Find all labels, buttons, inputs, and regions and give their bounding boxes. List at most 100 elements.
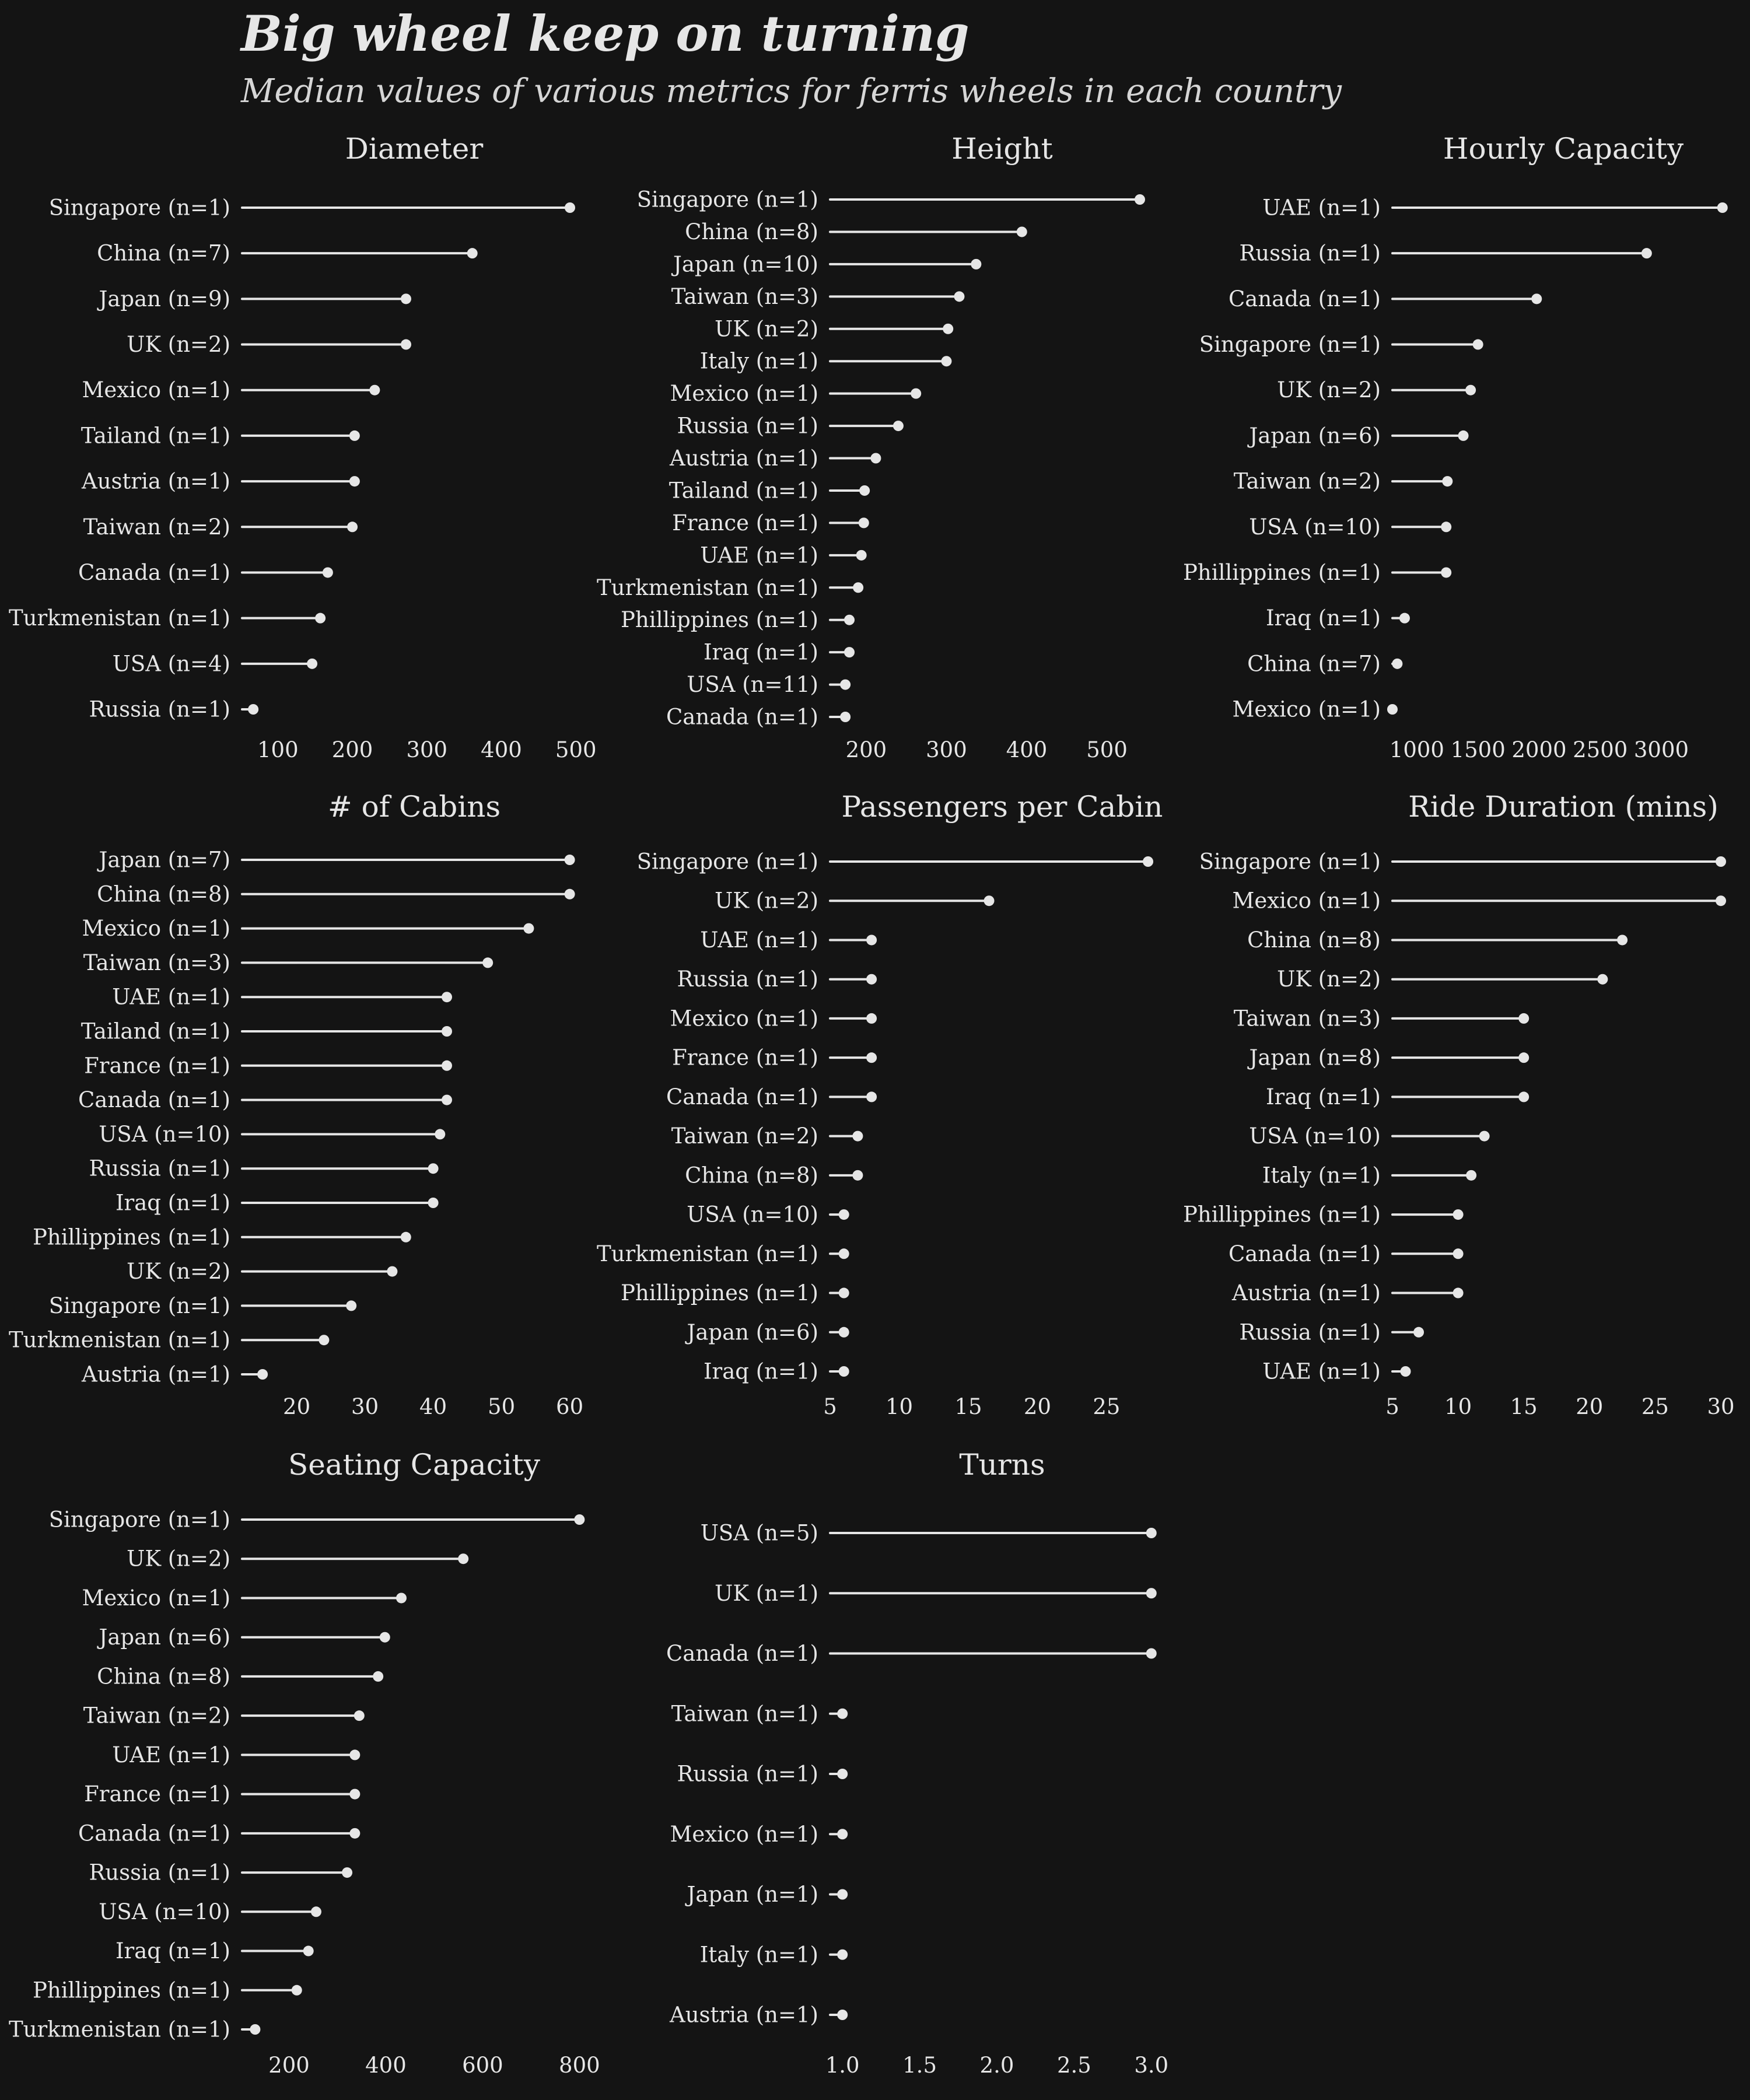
lollipop-point	[349, 1749, 360, 1760]
lollipop-point	[342, 1867, 353, 1878]
x-tick-label: 50	[488, 1394, 515, 1419]
category-label: UK (n=2)	[1277, 377, 1381, 402]
lollipop-point	[853, 582, 864, 593]
category-label: Mexico (n=1)	[82, 377, 230, 402]
x-tick-label: 100	[257, 737, 299, 762]
lollipop-point	[1717, 202, 1728, 213]
category-label: Italy (n=1)	[700, 349, 818, 374]
lollipop-point	[1452, 1248, 1464, 1259]
lollipop-point	[1413, 1326, 1424, 1338]
category-label: Russia (n=1)	[1239, 1320, 1381, 1345]
x-tick-label: 15	[1510, 1394, 1538, 1419]
lollipop-point	[564, 888, 575, 900]
x-tick-label: 1000	[1390, 737, 1444, 762]
lollipop-point	[1392, 658, 1403, 669]
lollipop-point	[442, 1026, 452, 1037]
category-label: Phillippines (n=1)	[1183, 1202, 1381, 1227]
category-label: China (n=8)	[685, 1163, 818, 1188]
category-label: USA (n=10)	[99, 1899, 230, 1924]
x-tick-label: 2.5	[1057, 2053, 1091, 2078]
x-tick-label: 400	[1006, 737, 1048, 762]
category-label: Taiwan (n=3)	[671, 284, 818, 309]
lollipop-point	[837, 1708, 848, 1719]
lollipop-point	[1452, 1209, 1464, 1220]
category-label: Taiwan (n=3)	[1234, 1006, 1381, 1031]
lollipop-point	[322, 567, 333, 578]
lollipop-point	[1452, 1287, 1464, 1298]
lollipop-point	[467, 248, 478, 259]
lollipop-point	[1441, 522, 1452, 533]
category-label: France (n=1)	[672, 510, 818, 536]
lollipop-point	[523, 923, 534, 934]
category-label: Japan (n=1)	[685, 1882, 818, 1907]
category-label: UAE (n=1)	[1262, 1359, 1381, 1384]
lollipop-point	[291, 1985, 302, 1996]
category-label: France (n=1)	[672, 1045, 818, 1070]
x-tick-label: 30	[351, 1394, 379, 1419]
x-tick-label: 40	[419, 1394, 447, 1419]
lollipop-point	[837, 1949, 848, 1960]
lollipop-point	[866, 935, 877, 946]
lollipop-point	[1466, 1170, 1477, 1181]
category-label: Japan (n=10)	[671, 251, 818, 276]
lollipop-point	[1472, 339, 1483, 350]
lollipop-point	[435, 1129, 446, 1140]
category-label: Phillippines (n=1)	[1183, 560, 1381, 585]
category-label: Singapore (n=1)	[49, 1507, 230, 1532]
category-label: Austria (n=1)	[81, 1362, 230, 1387]
lollipop-point	[379, 1632, 390, 1643]
lollipop-point	[1716, 856, 1726, 867]
category-label: Mexico (n=1)	[1233, 888, 1381, 914]
category-label: China (n=8)	[1247, 928, 1381, 953]
lollipop-point	[369, 384, 380, 396]
panel-title: Seating Capacity	[288, 1448, 541, 1482]
lollipop-point	[250, 2024, 261, 2035]
x-tick-label: 500	[555, 737, 597, 762]
panel-title: Height	[951, 132, 1053, 166]
lollipop-point	[1518, 1091, 1530, 1102]
lollipop-point	[1146, 1648, 1157, 1659]
x-tick-label: 15	[954, 1394, 982, 1419]
category-label: France (n=1)	[84, 1782, 230, 1807]
panel-title: Passengers per Cabin	[841, 790, 1163, 824]
lollipop-point	[852, 1130, 863, 1142]
x-tick-label: 2500	[1573, 737, 1628, 762]
x-tick-label: 800	[559, 2053, 600, 2078]
lollipop-point	[373, 1671, 384, 1682]
category-label: USA (n=10)	[99, 1122, 230, 1147]
category-label: Russia (n=1)	[89, 1156, 230, 1181]
category-label: Turkmenistan (n=1)	[597, 575, 818, 600]
category-label: Japan (n=6)	[97, 1625, 230, 1650]
x-tick-label: 200	[268, 2053, 310, 2078]
category-label: Russia (n=1)	[1239, 241, 1381, 266]
page-subtitle: Median values of various metrics for fer…	[241, 72, 1342, 110]
lollipop-point	[458, 1553, 469, 1564]
lollipop-point	[837, 1889, 848, 1900]
lollipop-point	[303, 1945, 314, 1957]
category-label: Phillippines (n=1)	[621, 1280, 818, 1306]
panel-title: Hourly Capacity	[1443, 132, 1684, 166]
x-tick-label: 60	[556, 1394, 583, 1419]
lollipop-point	[442, 992, 452, 1003]
lollipop-point	[346, 1300, 357, 1311]
x-tick-label: 20	[1024, 1394, 1051, 1419]
category-label: Japan (n=8)	[1247, 1045, 1381, 1070]
category-label: Singapore (n=1)	[49, 195, 230, 220]
lollipop-point	[401, 339, 412, 350]
category-label: Austria (n=1)	[669, 2003, 818, 2028]
x-tick-label: 25	[1093, 1394, 1120, 1419]
lollipop-point	[347, 522, 358, 533]
category-label: UK (n=2)	[127, 1546, 230, 1572]
category-label: Turkmenistan (n=1)	[597, 1241, 818, 1266]
lollipop-point	[428, 1198, 439, 1208]
category-label: UK (n=2)	[715, 316, 818, 341]
category-label: Japan (n=9)	[97, 286, 230, 312]
category-label: Taiwan (n=2)	[83, 1703, 230, 1728]
x-tick-label: 300	[926, 737, 967, 762]
lollipop-point	[840, 712, 851, 722]
x-tick-label: 400	[481, 737, 522, 762]
lollipop-point	[1146, 1528, 1157, 1538]
category-label: Mexico (n=1)	[670, 1006, 818, 1031]
category-label: Russia (n=1)	[677, 1762, 818, 1787]
lollipop-point	[852, 1170, 863, 1181]
